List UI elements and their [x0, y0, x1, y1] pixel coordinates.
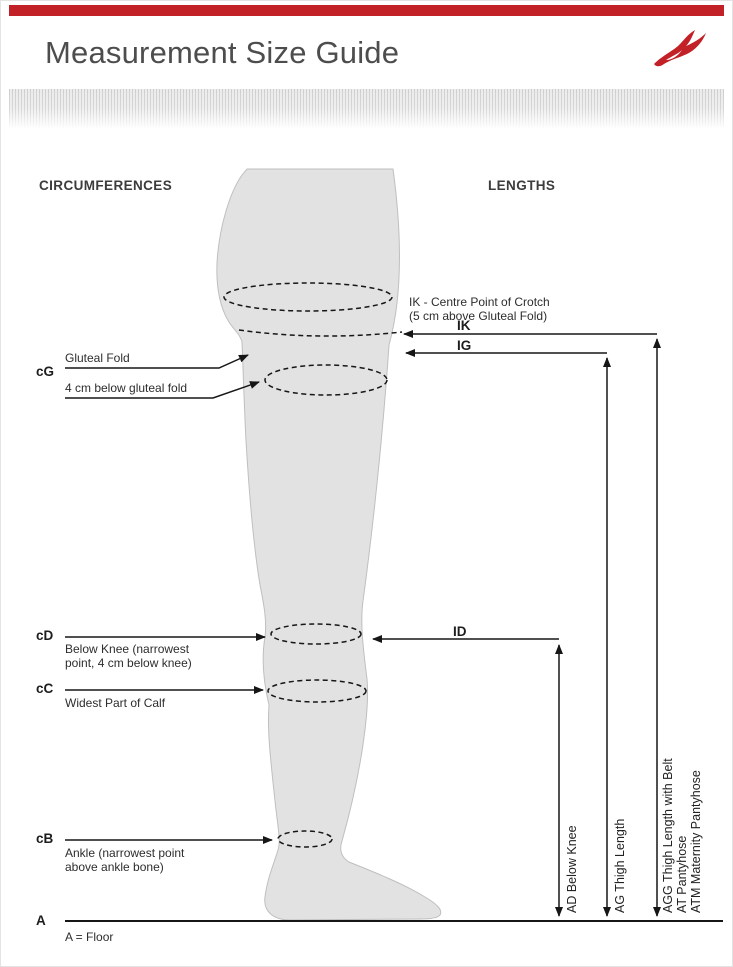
ig-code: IG — [457, 338, 472, 353]
lengths-heading: LENGTHS — [488, 178, 556, 193]
gluteal-fold-label: Gluteal Fold — [65, 351, 130, 365]
cg-code: cG — [36, 364, 55, 379]
ag-length-label: AG Thigh Length — [613, 818, 627, 913]
cg-dashed-ellipse — [264, 364, 388, 396]
cb-code: cB — [36, 831, 54, 846]
cd-dashed-ellipse — [270, 623, 362, 645]
cc-dashed-ellipse — [267, 679, 367, 703]
hip-dashed-ellipse — [223, 282, 393, 312]
ik-note-line2: (5 cm above Gluteal Fold) — [409, 309, 548, 323]
floor-label: A = Floor — [65, 930, 114, 944]
floor-code: A — [36, 913, 46, 928]
ad-length-label: AD Below Knee — [565, 825, 579, 913]
cc-label: Widest Part of Calf — [65, 696, 166, 710]
ik-code: IK — [457, 318, 471, 333]
leg-silhouette — [216, 168, 442, 921]
swallow-bird-icon — [651, 29, 707, 75]
atm-length-label: ATM Maternity Pantyhose — [689, 770, 703, 913]
ik-note-line1: IK - Centre Point of Crotch — [409, 295, 550, 309]
cd-code: cD — [36, 628, 54, 643]
cc-code: cC — [36, 681, 54, 696]
circumferences-heading: CIRCUMFERENCES — [39, 178, 173, 193]
below-gluteal-fold-label: 4 cm below gluteal fold — [65, 381, 188, 395]
swallow-wing-detail — [666, 50, 682, 60]
swallow-body — [654, 30, 706, 67]
cb-dashed-ellipse — [277, 830, 333, 848]
gluteal-fold-arrow — [65, 354, 249, 369]
cb-label: Ankle (narrowest point above ankle bone) — [65, 846, 185, 874]
top-accent-bar — [9, 5, 724, 16]
page-title: Measurement Size Guide — [45, 35, 400, 70]
decorative-striped-band — [9, 89, 724, 131]
id-code: ID — [453, 624, 467, 639]
below-gluteal-arrow — [65, 381, 260, 399]
cd-label: Below Knee (narrowest point, 4 cm below … — [65, 642, 192, 670]
swallow-bird-logo-svg — [654, 30, 706, 67]
gluteal-fold-dashed-line — [238, 329, 403, 337]
